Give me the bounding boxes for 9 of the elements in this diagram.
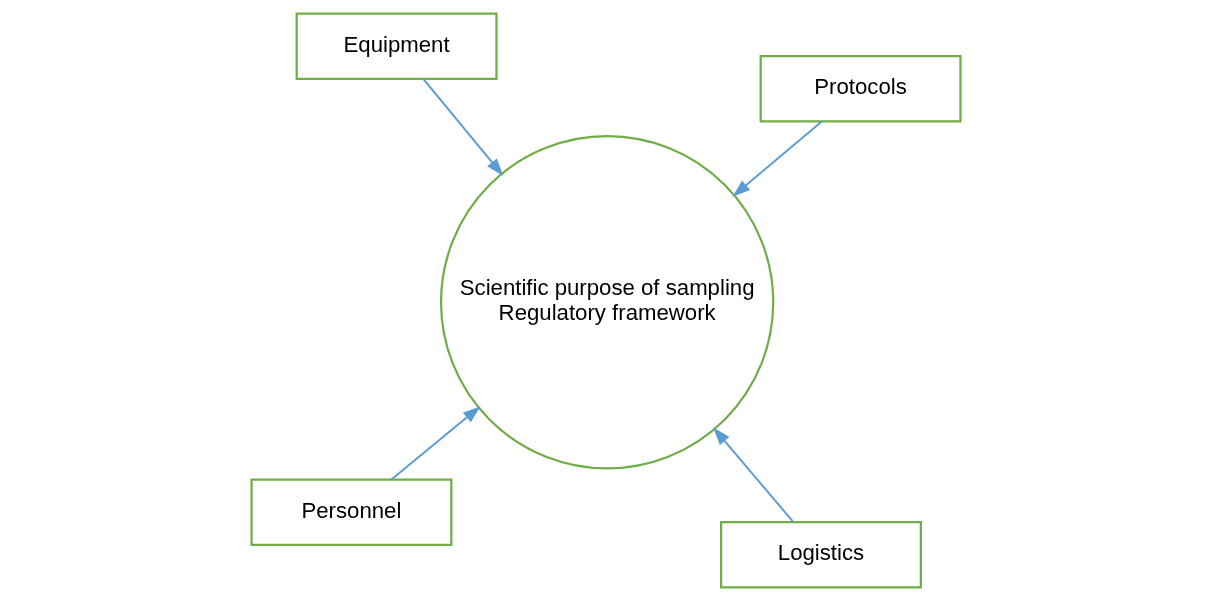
node-box: Equipment [295, 12, 498, 81]
node-box: Protocols [759, 55, 962, 123]
arrow [389, 406, 481, 481]
arrow [731, 120, 822, 197]
node-box: Logistics [719, 520, 922, 589]
node-circle: Scientific purpose of sampling Regulatory framework [439, 135, 774, 470]
node-box: Personnel [249, 478, 452, 546]
arrow [712, 427, 794, 523]
arrow [422, 78, 503, 177]
